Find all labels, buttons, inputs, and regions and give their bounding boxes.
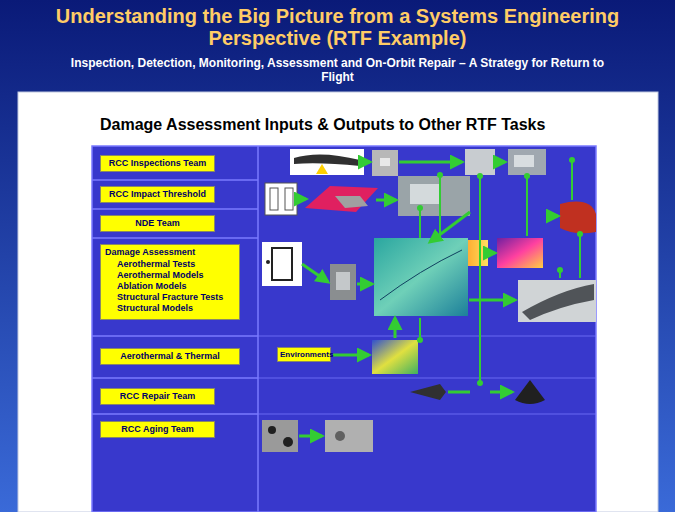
box-text: RCC Repair Team (105, 391, 210, 402)
team-label-box: Aerothermal & Thermal (100, 348, 240, 365)
box-text: RCC Aging Team (105, 424, 210, 435)
box-text: Ablation Models (105, 281, 235, 292)
team-label-box: RCC Repair Team (100, 388, 215, 405)
box-text: Structural Fracture Tests (105, 292, 235, 303)
team-label-box: RCC Inspections Team (100, 155, 215, 172)
box-text: Aerothermal Models (105, 270, 235, 281)
slide-subtitle: Inspection, Detection, Monitoring, Asses… (70, 56, 605, 84)
team-label-box: Damage AssessmentAerothermal TestsAeroth… (100, 244, 240, 320)
box-text: Structural Models (105, 303, 235, 314)
team-label-box: RCC Aging Team (100, 421, 215, 438)
box-text: Aerothermal Tests (105, 259, 235, 270)
box-text: NDE Team (105, 218, 210, 229)
panel-heading: Damage Assessment Inputs & Outputs to Ot… (100, 116, 580, 134)
box-text: RCC Impact Threshold (105, 189, 210, 200)
box-text: RCC Inspections Team (105, 158, 210, 169)
box-text: Damage Assessment (105, 247, 235, 258)
box-text: Aerothermal & Thermal (105, 351, 235, 362)
team-label-box: RCC Impact Threshold (100, 186, 215, 203)
slide-title: Understanding the Big Picture from a Sys… (40, 5, 635, 49)
team-label-box: NDE Team (100, 215, 215, 232)
team-label-box: Environments (277, 347, 331, 362)
box-text: Environments (280, 350, 328, 359)
